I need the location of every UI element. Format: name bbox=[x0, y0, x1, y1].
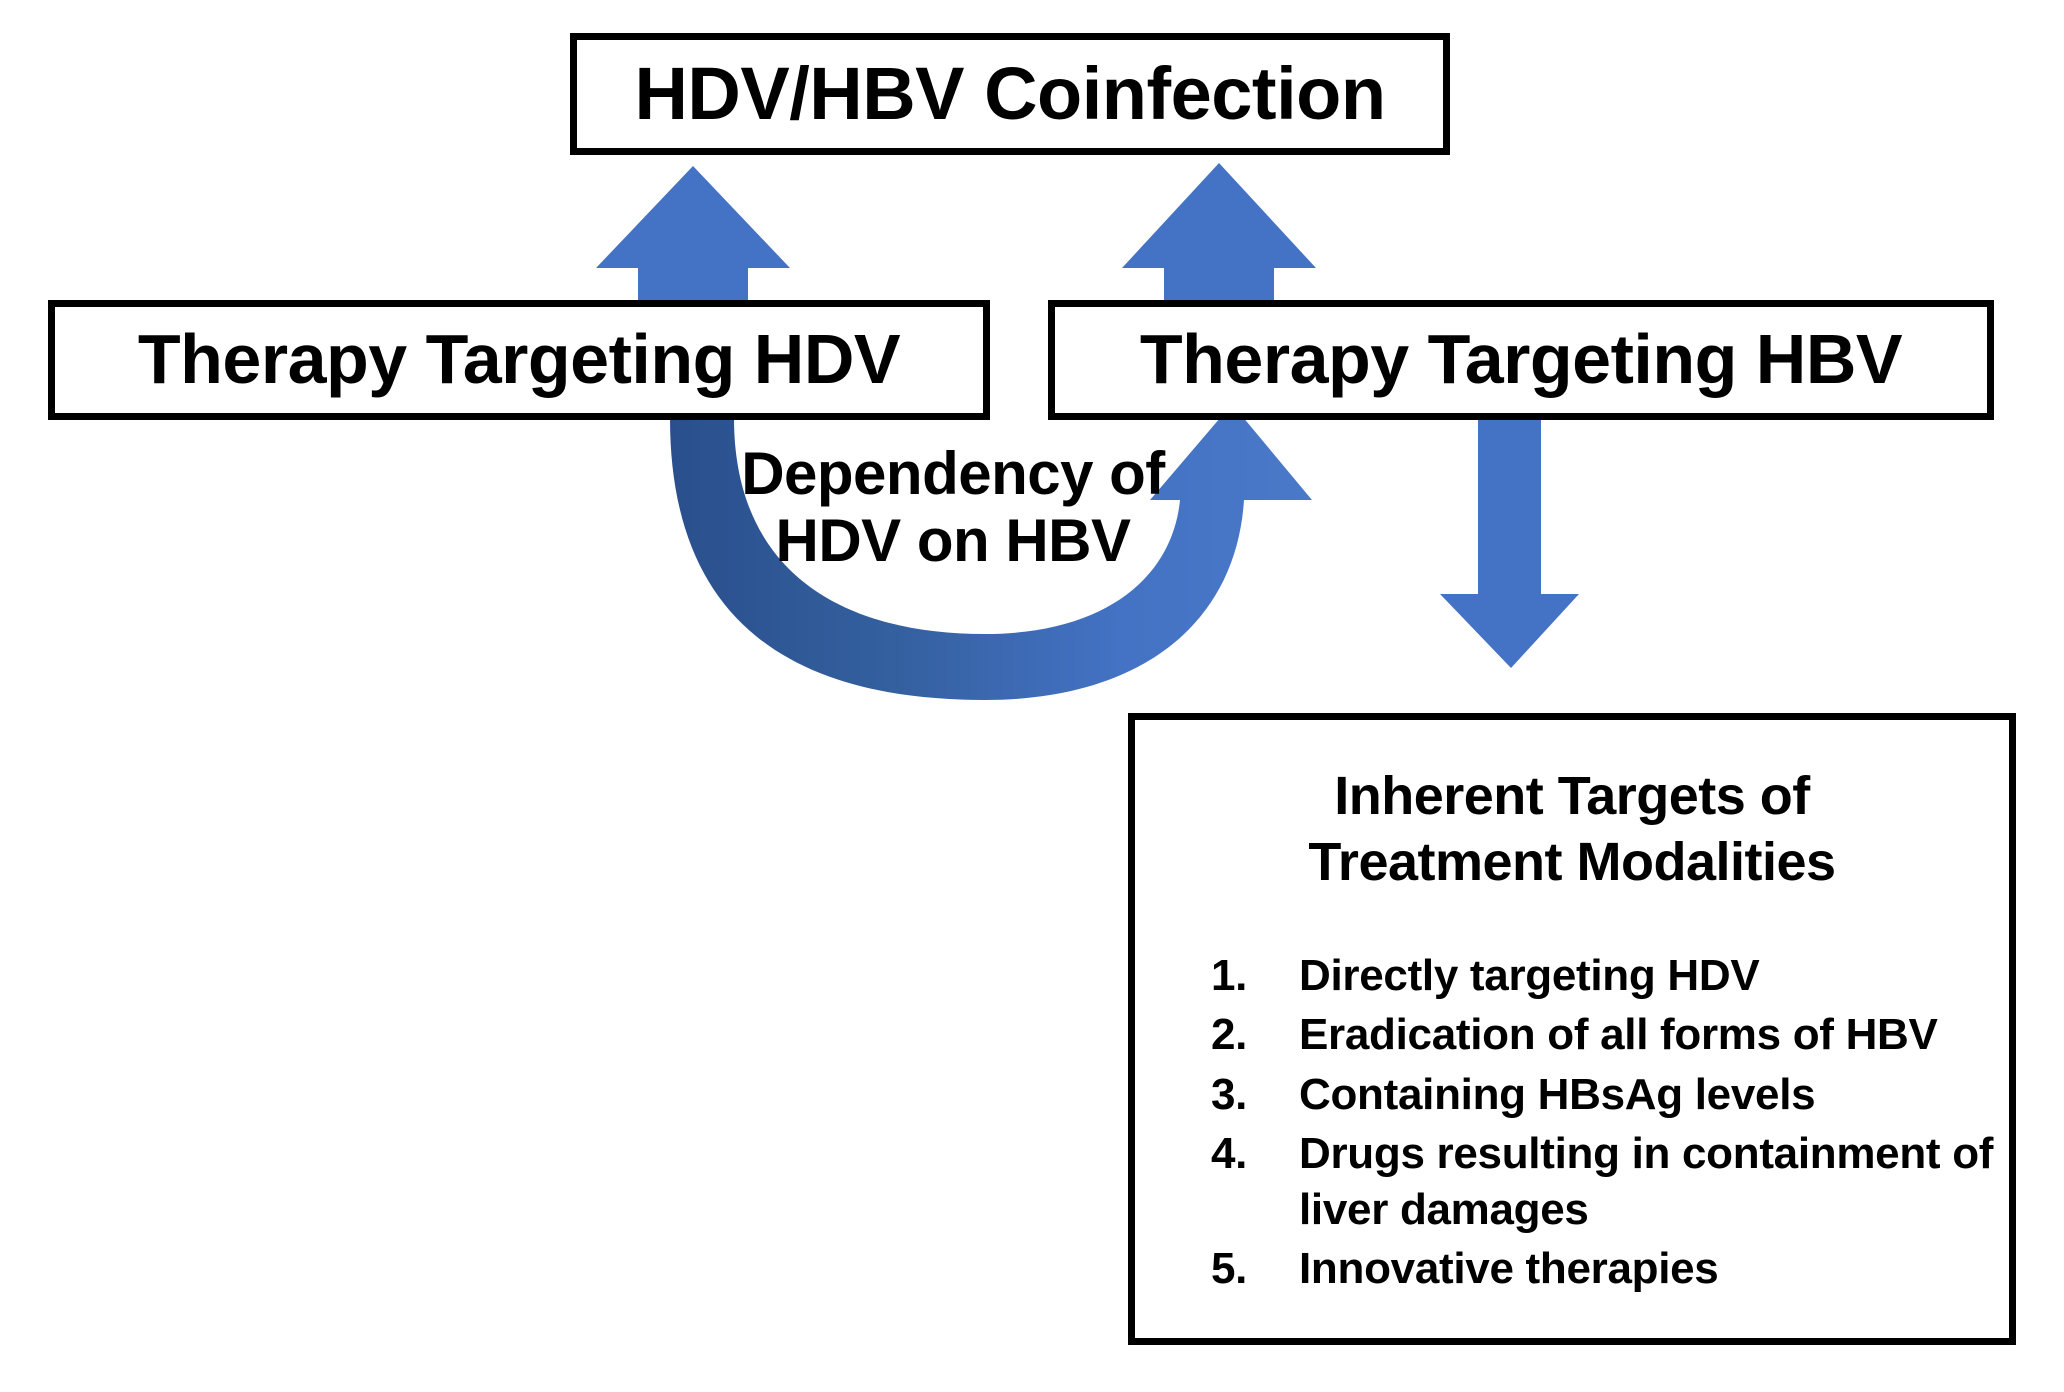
list-item: Directly targeting HDV bbox=[1211, 948, 1760, 1004]
coinfection-box: HDV/HBV Coinfection bbox=[570, 33, 1450, 155]
inherent-targets-list: Directly targeting HDV Eradication of al… bbox=[1135, 948, 2009, 1297]
list-item: Innovative therapies bbox=[1211, 1241, 1719, 1297]
therapy-targeting-hdv-label: Therapy Targeting HDV bbox=[137, 320, 901, 399]
list-item: Drugs resulting in containment of liver … bbox=[1211, 1126, 1994, 1234]
list-item: Eradication of all forms of HBV bbox=[1211, 1007, 1938, 1063]
inherent-targets-title: Inherent Targets of Treatment Modalities bbox=[1135, 744, 2009, 896]
list-item: Containing HBsAg levels bbox=[1211, 1067, 1816, 1123]
arrow-hdv-to-coinfection bbox=[596, 166, 790, 322]
inherent-targets-box: Inherent Targets of Treatment Modalities… bbox=[1128, 713, 2016, 1345]
dependency-caption-line1: Dependency of bbox=[741, 440, 1165, 507]
arrow-hbv-to-coinfection bbox=[1122, 163, 1316, 322]
dependency-caption: Dependency of HDV on HBV bbox=[718, 440, 1188, 574]
inherent-targets-title-line1: Inherent Targets of bbox=[1334, 766, 1810, 826]
therapy-targeting-hdv-box: Therapy Targeting HDV bbox=[48, 300, 990, 420]
dependency-caption-line2: HDV on HBV bbox=[775, 507, 1132, 575]
inherent-targets-title-line2: Treatment Modalities bbox=[1308, 831, 1836, 892]
coinfection-label: HDV/HBV Coinfection bbox=[634, 52, 1386, 136]
arrow-hbv-to-targets bbox=[1440, 412, 1579, 668]
therapy-targeting-hbv-box: Therapy Targeting HBV bbox=[1048, 300, 1994, 420]
therapy-targeting-hbv-label: Therapy Targeting HBV bbox=[1139, 320, 1903, 399]
